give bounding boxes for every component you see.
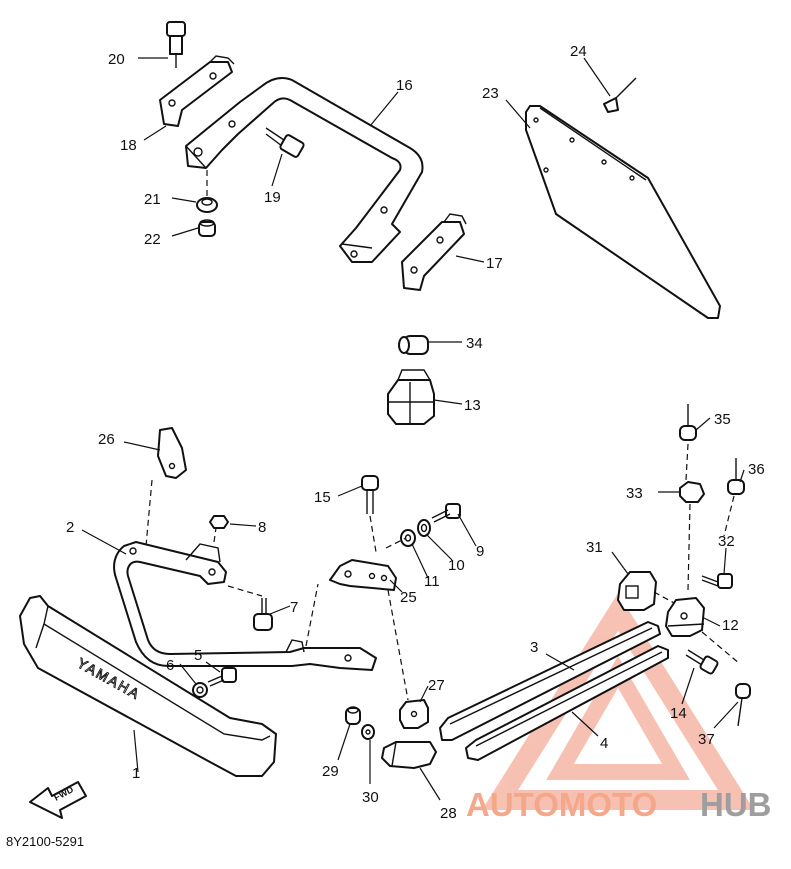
callout-28: 28 — [440, 805, 457, 822]
watermark-text: AUTOMOTO HUB — [466, 786, 772, 823]
part-18-bracket — [159, 55, 235, 127]
callouts: 1 2 3 4 5 6 7 8 9 10 11 12 13 14 15 16 1… — [66, 43, 765, 822]
part-17-bracket — [401, 213, 467, 291]
part-2-guard — [113, 541, 377, 671]
callout-2: 2 — [66, 519, 74, 536]
fwd-arrow-icon: FWD — [29, 781, 87, 819]
callout-25: 25 — [400, 589, 417, 606]
callout-17: 17 — [486, 255, 503, 272]
callout-16: 16 — [396, 77, 413, 94]
callout-19: 19 — [264, 189, 281, 206]
callout-18: 18 — [120, 137, 137, 154]
part-15-bolt — [361, 475, 379, 514]
callout-35: 35 — [714, 411, 731, 428]
part-29-nut — [345, 706, 361, 725]
part-8-nut — [209, 515, 229, 529]
part-28-cap — [381, 741, 437, 769]
part-36-rivet — [727, 458, 745, 495]
part-22-collar — [198, 219, 216, 237]
part-16-stay — [185, 77, 424, 263]
callout-23: 23 — [482, 85, 499, 102]
part-19-bolt — [265, 127, 305, 158]
leader-lines — [81, 57, 745, 801]
callout-37: 37 — [698, 731, 715, 748]
part-4-trim — [465, 645, 669, 761]
part-20-bolt — [166, 21, 186, 68]
callout-13: 13 — [464, 397, 481, 414]
callout-6: 6 — [166, 657, 174, 674]
part-6-washer — [192, 682, 208, 698]
callout-14: 14 — [670, 705, 687, 722]
part-37-rivet — [735, 683, 751, 727]
callout-29: 29 — [322, 763, 339, 780]
watermark-part2: HUB — [700, 786, 772, 823]
part-7-bolt — [253, 598, 273, 631]
callout-12: 12 — [722, 617, 739, 634]
callout-7: 7 — [290, 599, 298, 616]
part-12-bracket — [665, 597, 705, 637]
part-30-washer — [361, 724, 375, 740]
part-31-damper — [617, 571, 657, 611]
callout-3: 3 — [530, 639, 538, 656]
callout-31: 31 — [586, 539, 603, 556]
callout-27: 27 — [428, 677, 445, 694]
part-9-bolt — [431, 503, 461, 523]
part-13-damper — [387, 369, 435, 425]
callout-24: 24 — [570, 43, 587, 60]
part-25-bracket — [329, 559, 397, 591]
callout-32: 32 — [718, 533, 735, 550]
callout-15: 15 — [314, 489, 331, 506]
callout-1: 1 — [132, 765, 140, 782]
stay-assembly — [159, 21, 467, 291]
callout-33: 33 — [626, 485, 643, 502]
part-34-collar — [398, 335, 429, 355]
callout-21: 21 — [144, 191, 161, 208]
callout-22: 22 — [144, 231, 161, 248]
callout-26: 26 — [98, 431, 115, 448]
part-33-clip — [679, 481, 705, 503]
part-32-bolt — [701, 573, 733, 589]
callout-36: 36 — [748, 461, 765, 478]
callout-5: 5 — [194, 647, 202, 664]
watermark-part1: AUTOMOTO — [466, 786, 657, 823]
part-27-bracket — [399, 699, 429, 729]
part-1-bumper: YAMAHA — [19, 595, 277, 777]
part-24-rivet — [603, 77, 637, 113]
part-35-rivet — [679, 404, 697, 441]
part-5-bolt — [207, 667, 237, 687]
diagram-code: 8Y2100-5291 — [6, 834, 84, 849]
callout-20: 20 — [108, 51, 125, 68]
callout-10: 10 — [448, 557, 465, 574]
callout-4: 4 — [600, 735, 608, 752]
part-10-washer — [417, 519, 431, 537]
part-26-bracket — [157, 427, 187, 479]
part-23-plate — [525, 105, 721, 319]
part-3-trim — [439, 621, 661, 741]
part-14-bolt — [685, 649, 719, 675]
part-11-washer — [400, 529, 416, 547]
callout-30: 30 — [362, 789, 379, 806]
callout-11: 11 — [424, 573, 440, 590]
callout-8: 8 — [258, 519, 266, 536]
callout-9: 9 — [476, 543, 484, 560]
part-21-grommet — [196, 197, 218, 213]
callout-34: 34 — [466, 335, 483, 352]
